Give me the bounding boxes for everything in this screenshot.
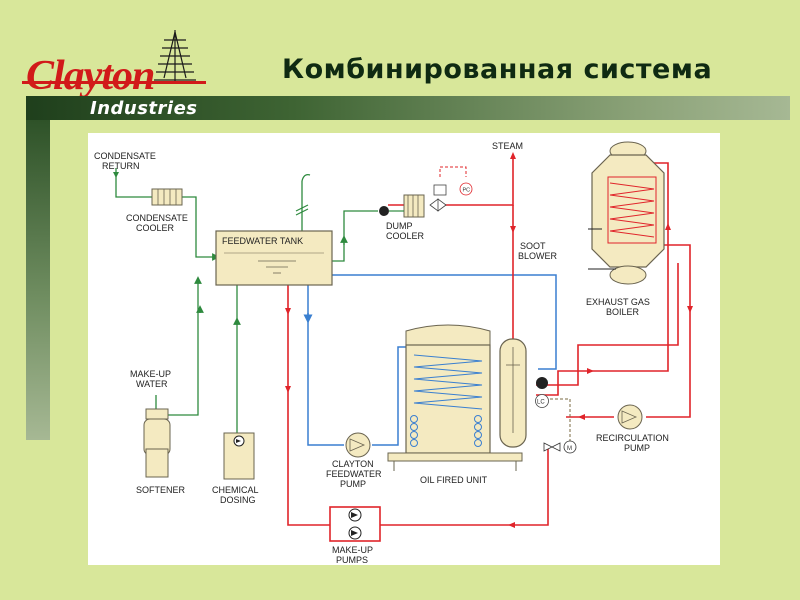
lc-label: LC (537, 400, 545, 406)
clayton-logo: Clayton (22, 28, 222, 99)
pressure-control-valve: PC (429, 182, 473, 212)
condensate-cooler-label: CONDENSATE (126, 213, 188, 223)
level-controller: LC (535, 394, 549, 408)
feedwater-tank (215, 230, 333, 286)
recirculation-pump-label-2: PUMP (624, 443, 650, 453)
feedwater-tank-label: FEEDWATER TANK (222, 236, 303, 246)
make-up-pumps-icon (329, 506, 381, 542)
oil-fired-unit-label: OIL FIRED UNIT (420, 475, 488, 485)
clayton-feedwater-pump-icon (345, 432, 371, 458)
chemical-dosing-label-2: DOSING (220, 495, 256, 505)
condensate-cooler-label-2: COOLER (136, 223, 175, 233)
exhaust-gas-boiler-label-2: BOILER (606, 307, 640, 317)
clayton-feedwater-pump-label-2: FEEDWATER (326, 469, 382, 479)
feedwater-lines (303, 274, 557, 446)
dump-cooler (379, 194, 425, 218)
exhaust-gas-boiler (588, 141, 665, 285)
dump-cooler-label-2: COOLER (386, 231, 425, 241)
dump-cooler-label: DUMP (386, 221, 413, 231)
logo-tower-icon (154, 30, 196, 82)
make-up-water-label-2: WATER (136, 379, 168, 389)
page-title: Комбинированная система (282, 54, 713, 85)
logo-brand-text: Clayton (26, 53, 155, 99)
pc-label: PC (463, 188, 471, 194)
make-up-pumps-label: MAKE-UP (332, 545, 373, 555)
make-up-pumps-label-2: PUMPS (336, 555, 368, 565)
make-up-water-label: MAKE-UP (130, 369, 171, 379)
softener-label: SOFTENER (136, 485, 186, 495)
soot-blower-label-2: BLOWER (518, 251, 558, 261)
exhaust-gas-boiler-label: EXHAUST GAS (586, 297, 650, 307)
header-band (26, 96, 790, 120)
diagram-canvas: PC LC M (94, 141, 693, 565)
chemical-dosing-label: CHEMICAL (212, 485, 259, 495)
soot-blower-label: SOOT (520, 241, 546, 251)
steam-label: STEAM (492, 141, 523, 151)
process-diagram: PC LC M (88, 133, 720, 565)
softener-tank (143, 408, 171, 478)
m-label: M (567, 446, 572, 452)
clayton-feedwater-pump-label-3: PUMP (340, 479, 366, 489)
makeup-water-lines (115, 168, 378, 433)
condensate-return-label-2: RETURN (102, 161, 140, 171)
condensate-return-label: CONDENSATE (94, 151, 156, 161)
oil-fired-unit (387, 324, 527, 471)
recirculation-pump-icon (617, 404, 643, 430)
recirculation-pump-label: RECIRCULATION (596, 433, 669, 443)
chemical-dosing-tank (223, 432, 255, 480)
level-switch-icon (536, 377, 548, 389)
logo-underline (22, 81, 206, 84)
side-bar (26, 120, 50, 440)
logo-subtitle: Industries (90, 98, 198, 119)
clayton-feedwater-pump-label: CLAYTON (332, 459, 374, 469)
condensate-cooler (151, 188, 183, 206)
motorized-valve: M (543, 440, 577, 454)
